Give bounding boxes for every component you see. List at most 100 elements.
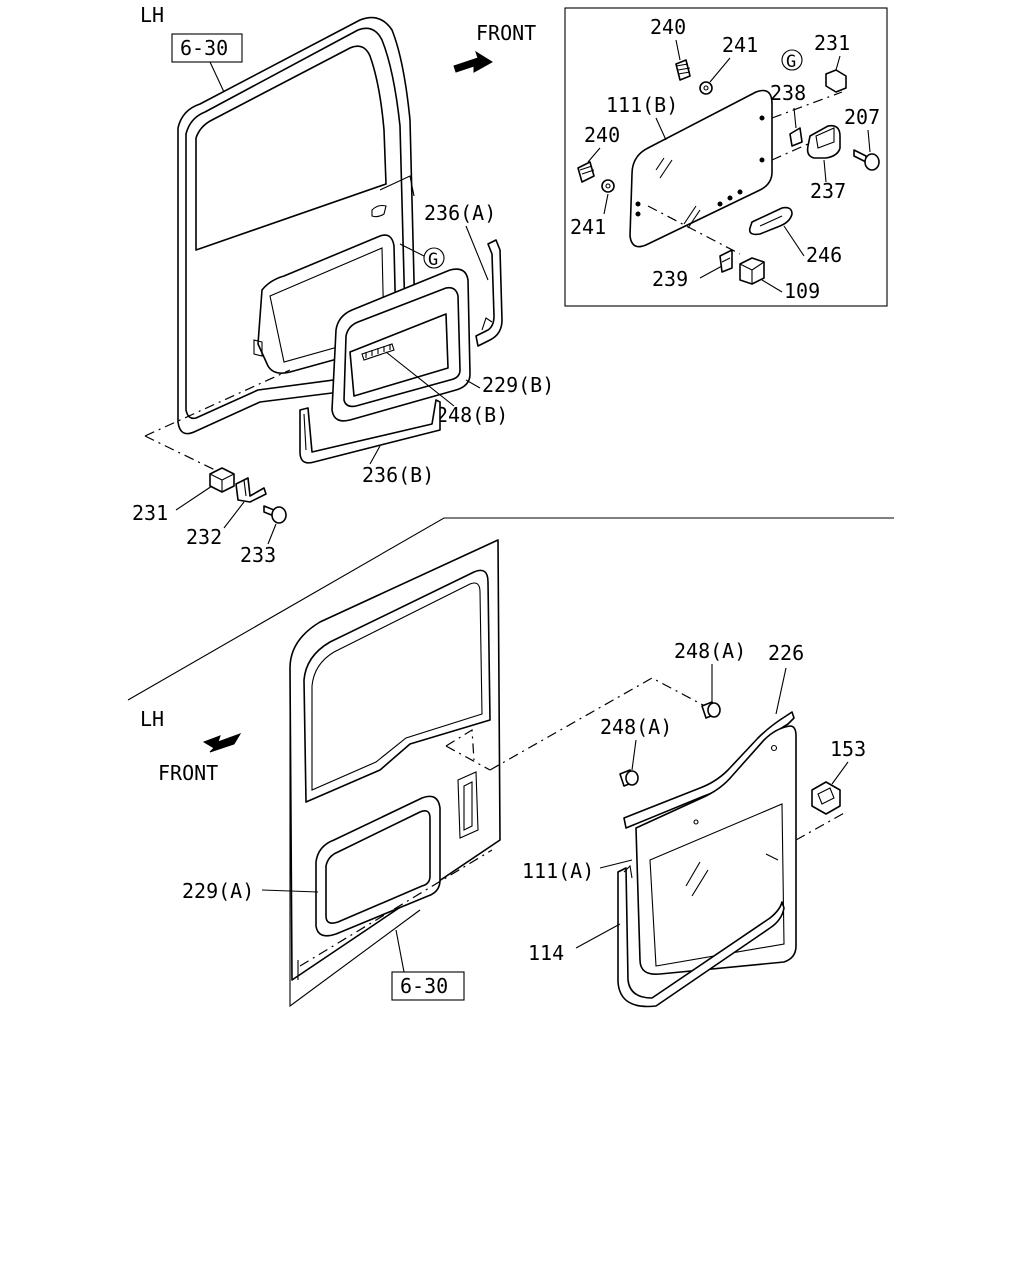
part-237-latch-slot bbox=[815, 127, 835, 149]
label-246: 246 bbox=[806, 243, 842, 267]
part-232-bracket-slot bbox=[243, 479, 247, 497]
part-111b-hole-1 bbox=[759, 115, 765, 121]
leader-226 bbox=[775, 667, 787, 715]
part-241-nut-upper bbox=[699, 81, 713, 95]
part-231-clip-edge bbox=[209, 473, 235, 492]
top-ref-box bbox=[171, 33, 243, 63]
leader-248a-2 bbox=[631, 739, 637, 771]
top-dash-leader-lower bbox=[144, 435, 216, 471]
bottom-front-label: FRONT bbox=[158, 761, 218, 785]
top-rear-door-assembly: LH 6-30 FRONT 236(A) G bbox=[132, 3, 554, 567]
part-111b-hole-6 bbox=[727, 195, 733, 201]
sliding-door-lower-window-inner bbox=[325, 810, 431, 924]
part-111b-hole-7 bbox=[737, 189, 743, 195]
part-109-block-edge bbox=[739, 261, 765, 284]
part-111a-hole-1 bbox=[770, 744, 778, 752]
part-111b-glass bbox=[629, 89, 773, 248]
sliding-door-handle-inner bbox=[463, 781, 473, 831]
part-241-nut-lower bbox=[601, 179, 615, 193]
top-g-marker: G bbox=[428, 250, 438, 270]
top-side-label: LH bbox=[140, 3, 164, 27]
inset-frame bbox=[564, 7, 888, 307]
part-248a-clip-1-head bbox=[707, 702, 721, 718]
inset-dash-upper bbox=[771, 91, 843, 119]
top-g-marker-circle bbox=[423, 247, 445, 269]
part-236b-strip bbox=[299, 399, 441, 464]
bottom-front-arrow-icon bbox=[202, 733, 242, 753]
label-232: 232 bbox=[186, 525, 222, 549]
part-229b-seal-inner bbox=[343, 286, 461, 408]
part-111a-glass-pane bbox=[649, 803, 785, 967]
part-111a-glass-mark bbox=[765, 853, 779, 861]
label-241-lower: 241 bbox=[570, 215, 606, 239]
leader-248b bbox=[385, 351, 455, 407]
label-111b: 111(B) bbox=[606, 93, 678, 117]
bottom-ref-box-label: 6-30 bbox=[400, 974, 448, 998]
part-237-latch bbox=[806, 124, 841, 159]
part-229b-glass-opening bbox=[349, 313, 449, 397]
label-248a-1: 248(A) bbox=[674, 639, 746, 663]
rear-door-upper-window bbox=[195, 45, 387, 251]
leader-246 bbox=[783, 225, 805, 257]
label-153: 153 bbox=[830, 737, 866, 761]
part-240-bolt-lower-thread bbox=[579, 165, 595, 175]
leader-241-upper bbox=[709, 57, 731, 83]
label-240-lower: 240 bbox=[584, 123, 620, 147]
part-241-nut-upper-hole bbox=[703, 85, 709, 91]
rear-door-clip-mount bbox=[253, 339, 263, 357]
inset-detail: 111(B) 240 241 240 241 G 231 238 bbox=[564, 7, 888, 307]
leader-240-upper bbox=[675, 39, 681, 61]
top-dash-leader-upper bbox=[144, 369, 291, 437]
label-231-inset: 231 bbox=[814, 31, 850, 55]
leader-236b bbox=[369, 445, 381, 465]
leader-237 bbox=[823, 159, 827, 183]
leader-111a bbox=[599, 859, 633, 869]
label-109: 109 bbox=[784, 279, 820, 303]
part-248b-clip-teeth bbox=[365, 344, 391, 358]
top-g-leader bbox=[399, 243, 425, 257]
rear-door-belt-line bbox=[379, 175, 415, 197]
label-240-upper: 240 bbox=[650, 15, 686, 39]
inset-dash-lower bbox=[647, 205, 741, 255]
leader-229a bbox=[261, 889, 319, 893]
leader-240-lower bbox=[587, 147, 601, 163]
inset-g-marker: G bbox=[786, 52, 796, 72]
part-111a-hole-2 bbox=[693, 819, 699, 825]
part-153-clip bbox=[811, 781, 841, 815]
part-111b-glass-shine bbox=[655, 157, 701, 229]
top-front-label: FRONT bbox=[476, 21, 536, 45]
part-207-screw-head bbox=[864, 153, 880, 171]
sliding-door-front-edge bbox=[289, 668, 421, 1008]
leader-241-lower bbox=[603, 193, 609, 215]
bottom-side-label: LH bbox=[140, 707, 164, 731]
part-246-grip-slot bbox=[759, 215, 783, 227]
label-231-top: 231 bbox=[132, 501, 168, 525]
label-238: 238 bbox=[770, 81, 806, 105]
label-114: 114 bbox=[528, 941, 564, 965]
leader-238 bbox=[793, 107, 797, 129]
leader-114 bbox=[575, 923, 621, 949]
part-114-channel-tip bbox=[623, 864, 633, 879]
part-233-screw-head bbox=[271, 506, 287, 524]
top-ref-leader bbox=[209, 61, 225, 93]
leader-233 bbox=[267, 523, 277, 545]
sliding-door-dash-bottom bbox=[299, 849, 493, 967]
leader-239 bbox=[699, 265, 723, 279]
part-248a-clip-2-head bbox=[625, 770, 639, 786]
part-248b-clip-row bbox=[361, 343, 395, 361]
part-207-screw-shank bbox=[853, 149, 867, 163]
part-239-bracket-slot bbox=[721, 257, 731, 263]
label-241-upper: 241 bbox=[722, 33, 758, 57]
leader-207 bbox=[867, 129, 871, 153]
label-226: 226 bbox=[768, 641, 804, 665]
sliding-door-handle-recess bbox=[457, 771, 479, 839]
leader-232 bbox=[223, 501, 245, 529]
sliding-door-dash-outline bbox=[445, 728, 491, 771]
rear-door-handle bbox=[371, 204, 387, 218]
label-236b: 236(B) bbox=[362, 463, 434, 487]
part-232-bracket bbox=[235, 477, 267, 503]
sliding-door-window-inner bbox=[311, 582, 483, 791]
label-229b: 229(B) bbox=[482, 373, 554, 397]
inset-dash-mid bbox=[771, 143, 809, 161]
part-111b-hole-2 bbox=[759, 157, 765, 163]
